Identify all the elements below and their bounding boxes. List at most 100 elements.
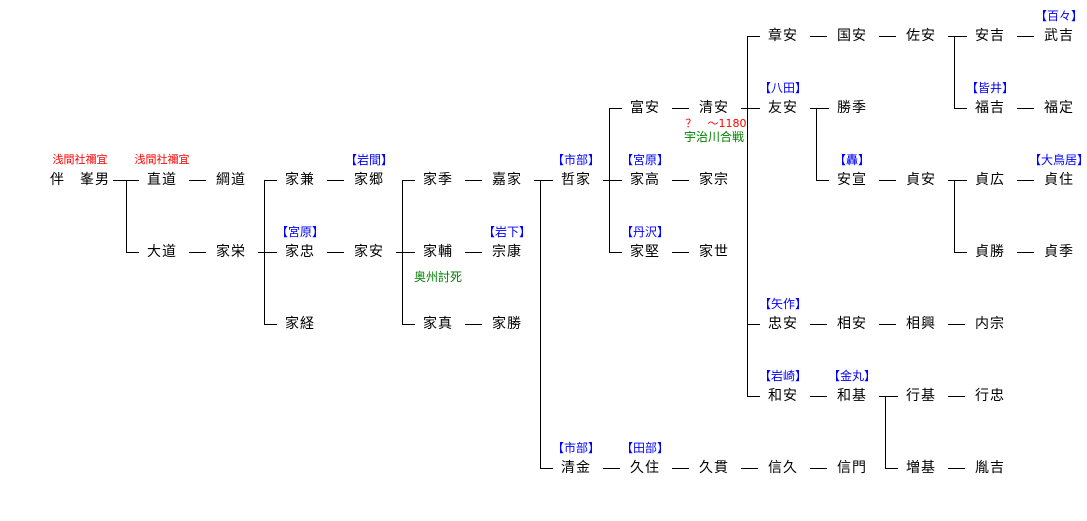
connector-line: [540, 468, 553, 469]
connector-line: [810, 396, 827, 397]
person-sadakatsu: 貞勝: [975, 244, 1005, 260]
connector-line: [879, 36, 896, 37]
connector-line: [810, 468, 827, 469]
connector-line: [672, 252, 689, 253]
person-iesuke: 家輔: [423, 244, 453, 260]
person-iesato: 家郷: [354, 172, 384, 188]
title-note: 浅間社禰宜: [52, 153, 108, 166]
person-sadazumi: 貞住: [1044, 172, 1074, 188]
person-iekatsu: 家勝: [492, 316, 522, 332]
connector-line: [954, 180, 955, 253]
connector-line: [816, 180, 829, 181]
connector-line: [189, 252, 206, 253]
person-sukeyasu: 佐安: [906, 28, 936, 44]
person-iemune: 家宗: [699, 172, 729, 188]
person-iekata: 家堅: [630, 244, 660, 260]
person-ieyo: 家世: [699, 244, 729, 260]
connector-line: [672, 108, 689, 109]
person-hisazumi: 久住: [630, 460, 660, 476]
person-iezane: 家真: [423, 316, 453, 332]
person-ietada: 家忠: [285, 244, 315, 260]
clan-label: 【金丸】: [827, 369, 877, 383]
person-fukusada: 福定: [1044, 100, 1074, 116]
connector-line: [885, 396, 886, 469]
connector-line: [954, 108, 967, 109]
connector-line: [540, 180, 553, 181]
person-tomo: 伴 峯男: [50, 172, 110, 188]
clan-label: 【八田】: [758, 81, 808, 95]
clan-label: 【岩下】: [482, 225, 532, 239]
connector-line: [189, 180, 206, 181]
connector-line: [885, 468, 898, 469]
event-note: 奥州討死: [413, 270, 463, 284]
connector-line: [1017, 36, 1034, 37]
connector-line: [609, 108, 622, 109]
person-nobuhisa: 信久: [768, 460, 798, 476]
connector-line: [879, 324, 896, 325]
connector-line: [402, 180, 415, 181]
connector-line: [264, 324, 277, 325]
clan-label: 【轟】: [833, 153, 871, 167]
connector-line: [126, 180, 139, 181]
connector-line: [879, 180, 896, 181]
connector-line: [810, 36, 827, 37]
person-yukimoto: 行基: [906, 388, 936, 404]
connector-line: [747, 108, 760, 109]
connector-line: [264, 252, 277, 253]
person-tadayasu: 忠安: [768, 316, 798, 332]
connector-line: [1017, 252, 1034, 253]
person-naomichi: 直道: [147, 172, 177, 188]
person-tsunamichi: 綱道: [216, 172, 246, 188]
connector-line: [948, 36, 954, 37]
clan-label: 【皆井】: [965, 81, 1015, 95]
connector-line: [1017, 180, 1034, 181]
connector-line: [465, 324, 482, 325]
connector-line: [396, 252, 402, 253]
person-kazuyasu: 和安: [768, 388, 798, 404]
connector-line: [948, 324, 965, 325]
connector-line: [810, 324, 827, 325]
person-iekane: 家兼: [285, 172, 315, 188]
person-akiie: 哲家: [561, 172, 591, 188]
person-hisanuki: 久貫: [699, 460, 729, 476]
person-daido: 大道: [147, 244, 177, 260]
clan-label: 【宮原】: [275, 225, 325, 239]
connector-line: [948, 396, 965, 397]
person-tomoyasu: 友安: [768, 100, 798, 116]
person-ieshige: 家栄: [216, 244, 246, 260]
clan-label: 【岩間】: [344, 153, 394, 167]
person-takeyoshi: 武吉: [1044, 28, 1074, 44]
person-sadahiro: 貞広: [975, 172, 1005, 188]
person-sadasue: 貞季: [1044, 244, 1074, 260]
connector-line: [954, 180, 967, 181]
clan-label: 【百々】: [1034, 9, 1084, 23]
person-iesue: 家季: [423, 172, 453, 188]
clan-label: 【市部】: [551, 441, 601, 455]
connector-line: [885, 396, 898, 397]
connector-line: [402, 324, 415, 325]
connector-line: [948, 180, 954, 181]
clan-label: 【市部】: [551, 153, 601, 167]
clan-label: 【大鳥居】: [1028, 153, 1087, 167]
connector-line: [603, 468, 620, 469]
person-sadayasu: 貞安: [906, 172, 936, 188]
connector-line: [402, 252, 415, 253]
clan-label: 【矢作】: [758, 297, 808, 311]
connector-line: [747, 36, 760, 37]
connector-line: [816, 108, 817, 181]
clan-label: 【田部】: [620, 441, 670, 455]
connector-line: [534, 180, 540, 181]
connector-line: [954, 36, 967, 37]
connector-line: [672, 468, 689, 469]
person-kazumoto: 和基: [837, 388, 867, 404]
person-ieyasu: 家安: [354, 244, 384, 260]
clan-label: 【宮原】: [620, 153, 670, 167]
person-kiyokane: 清金: [561, 460, 591, 476]
person-ietaka: 家高: [630, 172, 660, 188]
connector-line: [747, 36, 748, 397]
person-yasuyoshi: 安吉: [975, 28, 1005, 44]
person-yasunobu: 安宣: [837, 172, 867, 188]
connector-line: [810, 108, 816, 109]
connector-line: [113, 180, 126, 181]
